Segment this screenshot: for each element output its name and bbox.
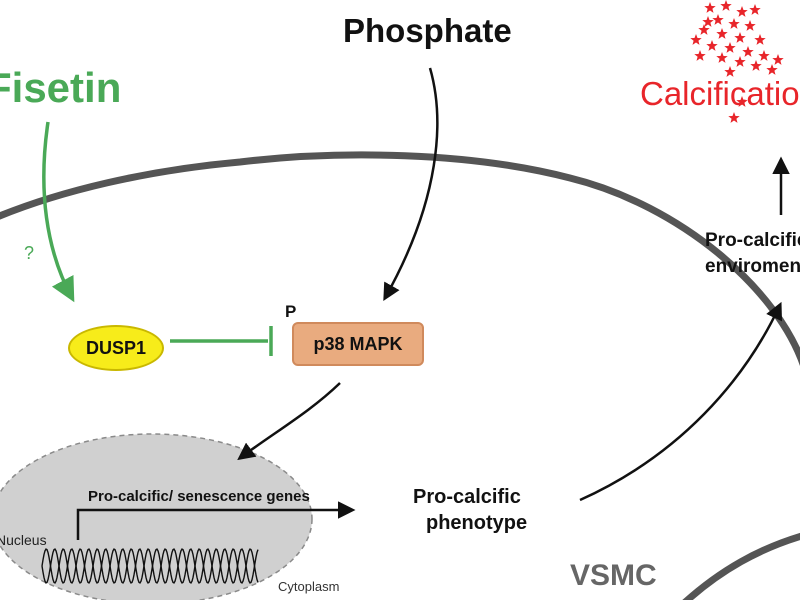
nucleus-body — [0, 433, 313, 600]
cell-membrane-lower — [682, 532, 800, 600]
environment-label-line2: enviroment — [705, 256, 800, 277]
p38-to-nucleus-arrow — [237, 382, 341, 461]
phosphate-to-p38-arrow — [383, 67, 439, 302]
star-icon — [724, 42, 736, 53]
transcription-arrow — [76, 501, 356, 540]
star-icon — [694, 50, 706, 61]
calcification-stars-icon — [690, 0, 784, 123]
dusp1-label: DUSP1 — [85, 337, 147, 358]
nucleus-label: Nucleus — [0, 532, 47, 548]
star-icon — [750, 60, 762, 71]
star-icon — [734, 32, 746, 43]
question-mark-label: ? — [24, 243, 35, 263]
fisetin-to-dusp1-arrow — [42, 121, 75, 303]
cytoplasm-label: Cytoplasm — [278, 579, 340, 594]
star-icon — [728, 112, 740, 123]
star-icon — [728, 18, 740, 29]
star-icon — [758, 50, 770, 61]
dna-strand-2 — [41, 548, 259, 584]
cell-membrane — [0, 151, 800, 367]
environment-label-line1: Pro-calcific — [705, 230, 800, 251]
star-icon — [704, 2, 716, 13]
star-icon — [690, 34, 702, 45]
star-icon — [736, 96, 748, 107]
star-icon — [712, 14, 724, 25]
phenotype-to-environment-arrow — [579, 301, 783, 502]
phenotype-label-line2: phenotype — [426, 512, 528, 534]
p38-mapk-label: p38 MAPK — [313, 333, 403, 354]
dna-helix-icon — [41, 548, 259, 584]
star-icon — [766, 64, 778, 75]
cell-type-label: VSMC — [570, 559, 657, 592]
star-icon — [724, 66, 736, 77]
star-icon — [772, 54, 784, 65]
dna-strand-1 — [41, 548, 259, 584]
calcification-label: Calcification — [640, 75, 800, 112]
star-icon — [744, 20, 756, 31]
star-icon — [716, 28, 728, 39]
p38-mapk-node: p38 MAPK — [292, 322, 424, 366]
phosphate-label: Phosphate — [343, 12, 512, 49]
star-icon — [720, 0, 732, 11]
star-icon — [702, 16, 714, 27]
star-icon — [754, 34, 766, 45]
star-icon — [736, 6, 748, 17]
star-icon — [706, 40, 718, 51]
star-icon — [734, 56, 746, 67]
star-icon — [749, 4, 761, 15]
star-icon — [698, 24, 710, 35]
star-icon — [742, 46, 754, 57]
phenotype-label-line1: Pro-calcific — [413, 486, 521, 508]
fisetin-label: Fisetin — [0, 64, 122, 111]
phosphorylation-mark: P — [285, 302, 297, 321]
star-icon — [716, 52, 728, 63]
genes-label: Pro-calcific/ senescence genes — [88, 488, 310, 505]
dusp1-node: DUSP1 — [68, 325, 164, 371]
